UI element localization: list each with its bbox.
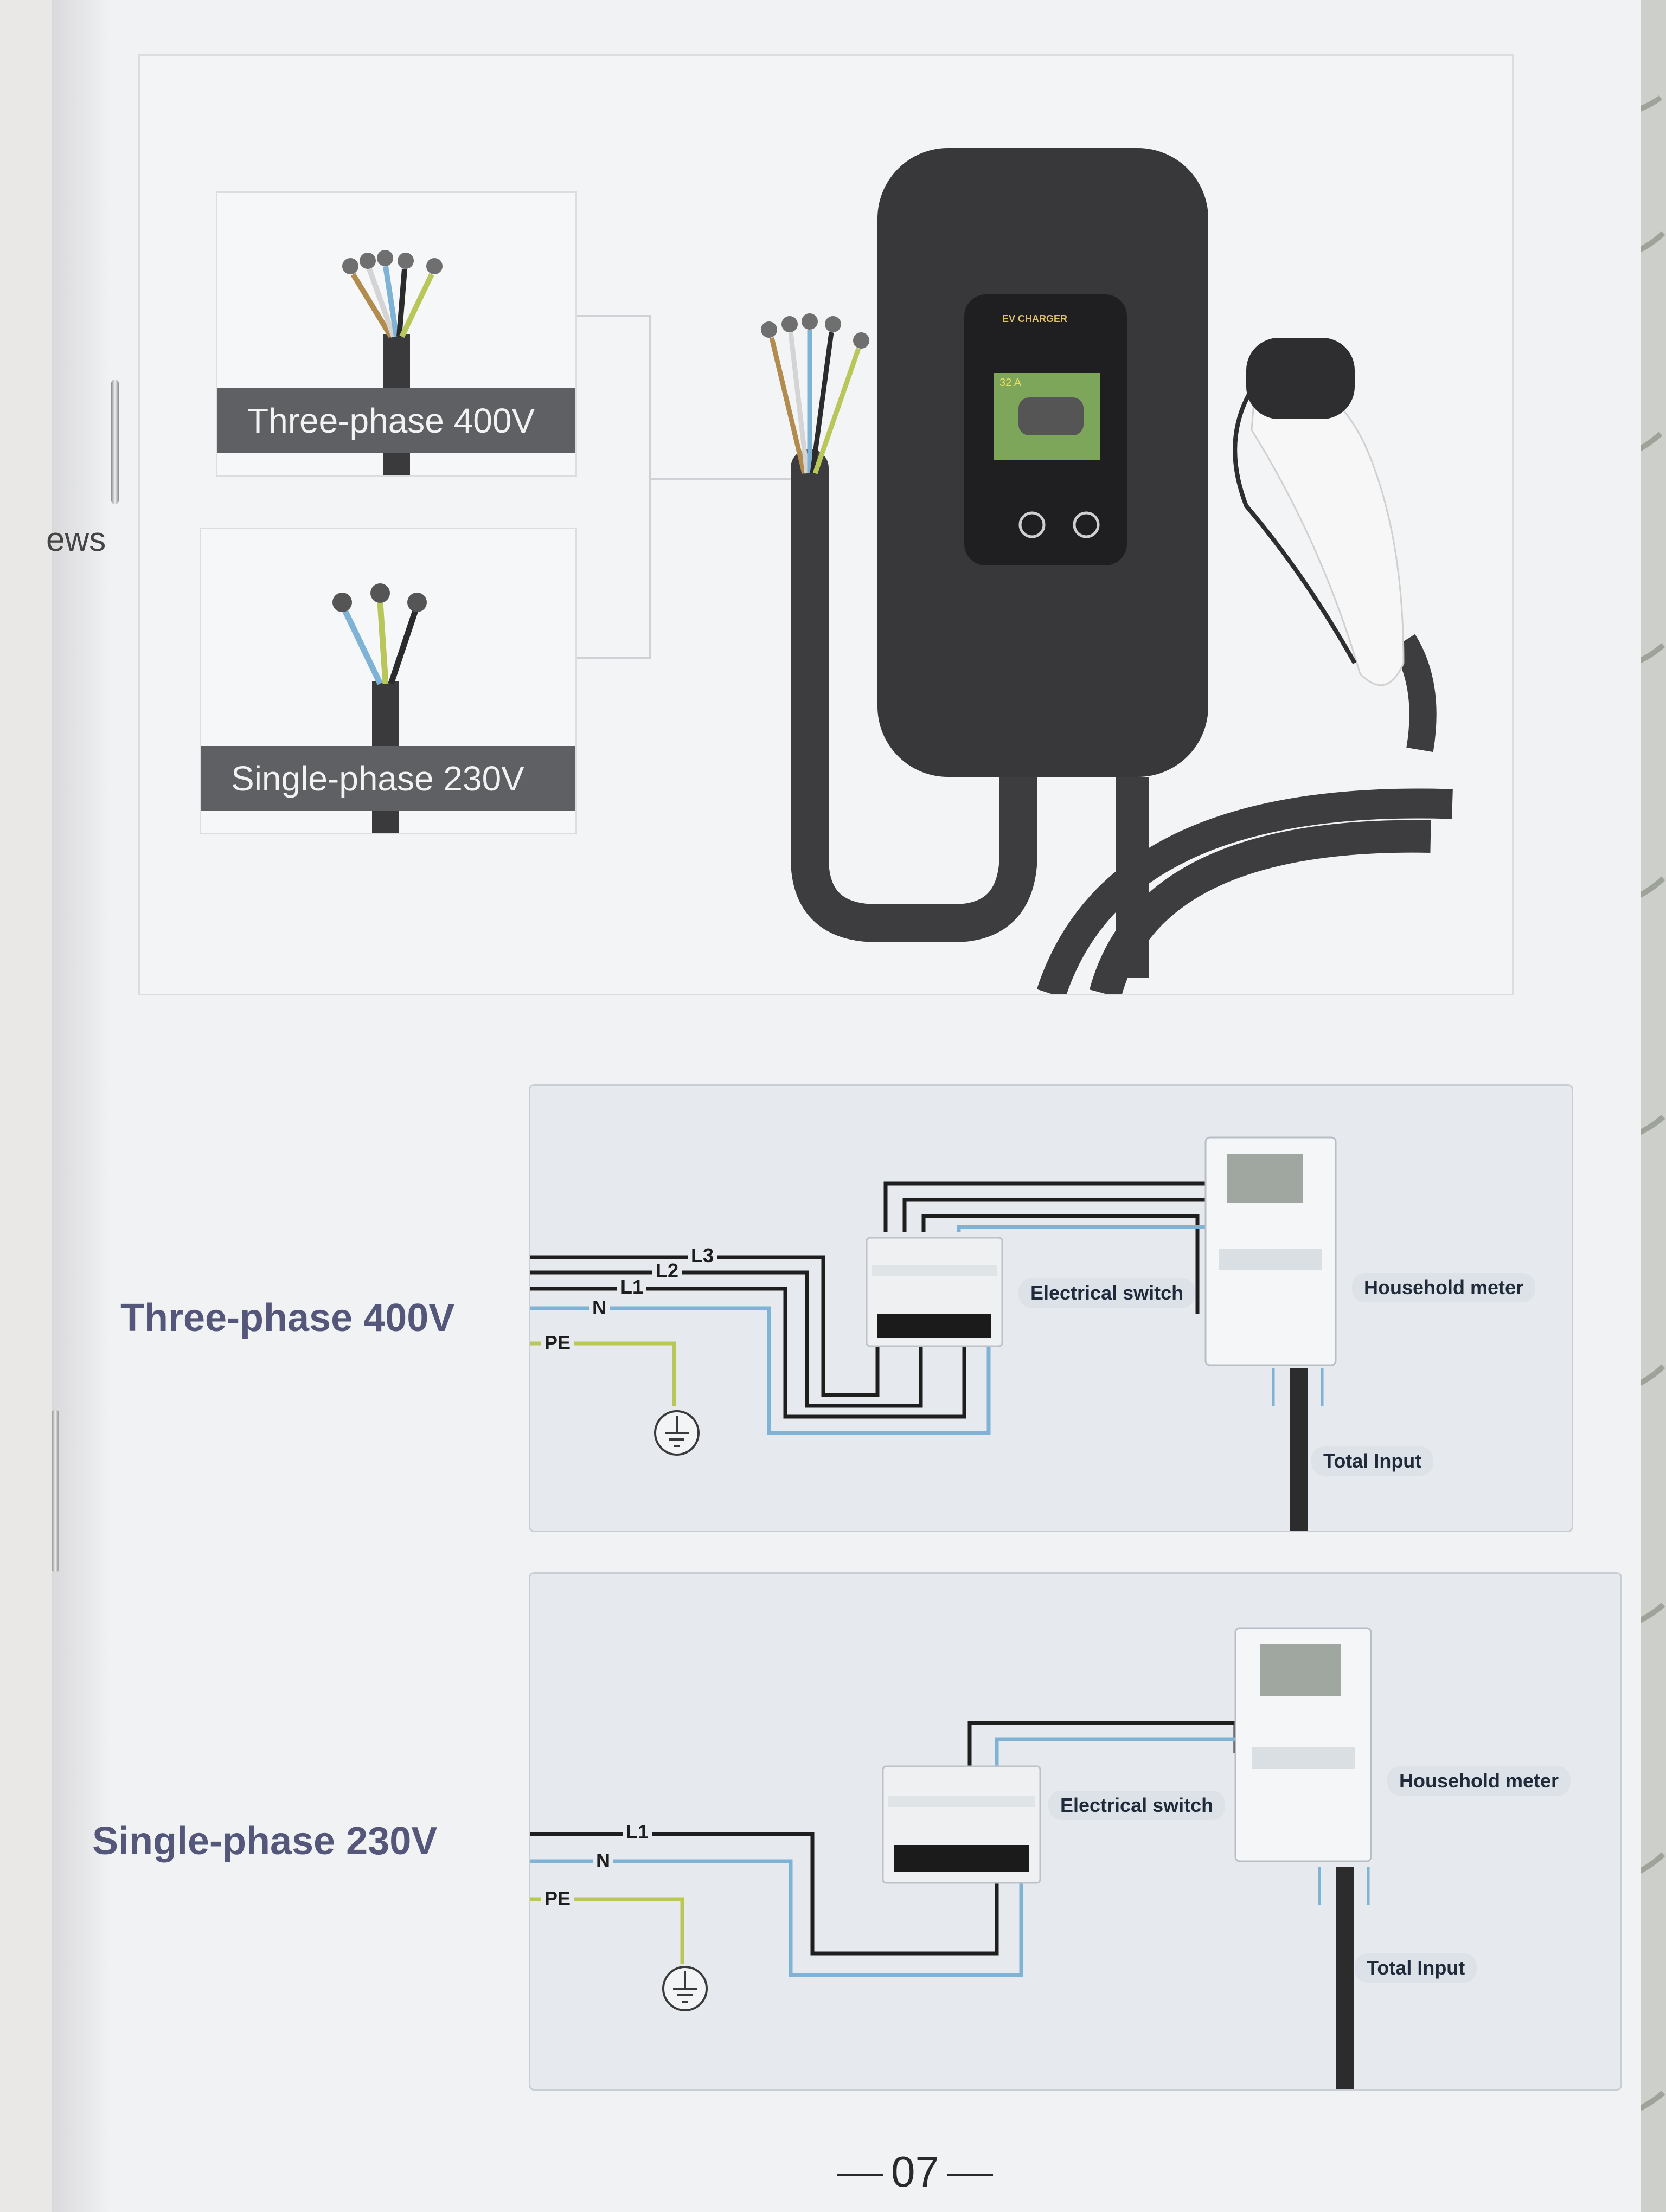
three-phase-wiring-lines xyxy=(530,1136,1337,1531)
wire-label-l3: L3 xyxy=(688,1244,717,1267)
three-phase-card-label: Three-phase 400V xyxy=(217,388,575,453)
charger-screen-title: EV CHARGER xyxy=(1002,313,1068,324)
page-number: 07 xyxy=(830,2147,1001,2197)
wire-label-l1: L1 xyxy=(617,1276,647,1298)
page-number-dash-left xyxy=(837,2174,883,2176)
three-phase-diagram-title: Three-phase 400V xyxy=(120,1296,455,1340)
wire-label-l1: L1 xyxy=(623,1821,652,1843)
electrical-switch-label: Electrical switch xyxy=(1018,1278,1196,1308)
ev-charger-illustration xyxy=(761,148,1453,994)
charger-screen-value: 32 A xyxy=(999,377,1022,389)
total-input-label: Total Input xyxy=(1355,1953,1477,1983)
single-phase-diagram-title: Single-phase 230V xyxy=(92,1819,438,1863)
single-phase-cable-card: Single-phase 230V xyxy=(200,528,577,834)
binding-ring xyxy=(111,380,119,504)
three-phase-wiring-diagram: L3 L2 L1 N PE Electrical switch Househol… xyxy=(529,1084,1573,1532)
left-page-partial-text: ews xyxy=(46,521,106,558)
single-phase-card-label: Single-phase 230V xyxy=(201,746,575,811)
wire-label-pe: PE xyxy=(541,1332,574,1354)
single-phase-wiring-diagram: L1 N PE Electrical switch Household mete… xyxy=(529,1572,1622,2091)
card-connector-lines xyxy=(574,315,791,659)
electrical-switch-label: Electrical switch xyxy=(1048,1791,1226,1820)
wire-label-pe: PE xyxy=(541,1887,574,1910)
wire-label-n: N xyxy=(589,1296,610,1319)
total-input-label: Total Input xyxy=(1311,1446,1434,1476)
household-meter-label: Household meter xyxy=(1352,1273,1536,1302)
page-gutter-shadow xyxy=(52,0,111,2212)
page-number-dash-right xyxy=(946,2174,993,2176)
wire-label-n: N xyxy=(593,1849,613,1872)
wire-label-l2: L2 xyxy=(652,1259,682,1282)
binding-ring xyxy=(52,1410,59,1572)
three-phase-cable-card: Three-phase 400V xyxy=(216,191,577,477)
page-number-value: 07 xyxy=(891,2147,939,2196)
single-phase-wiring-lines xyxy=(530,1627,1372,2089)
household-meter-label: Household meter xyxy=(1387,1766,1571,1796)
product-illustration: Three-phase 400V Single-phase 230V xyxy=(138,54,1514,995)
